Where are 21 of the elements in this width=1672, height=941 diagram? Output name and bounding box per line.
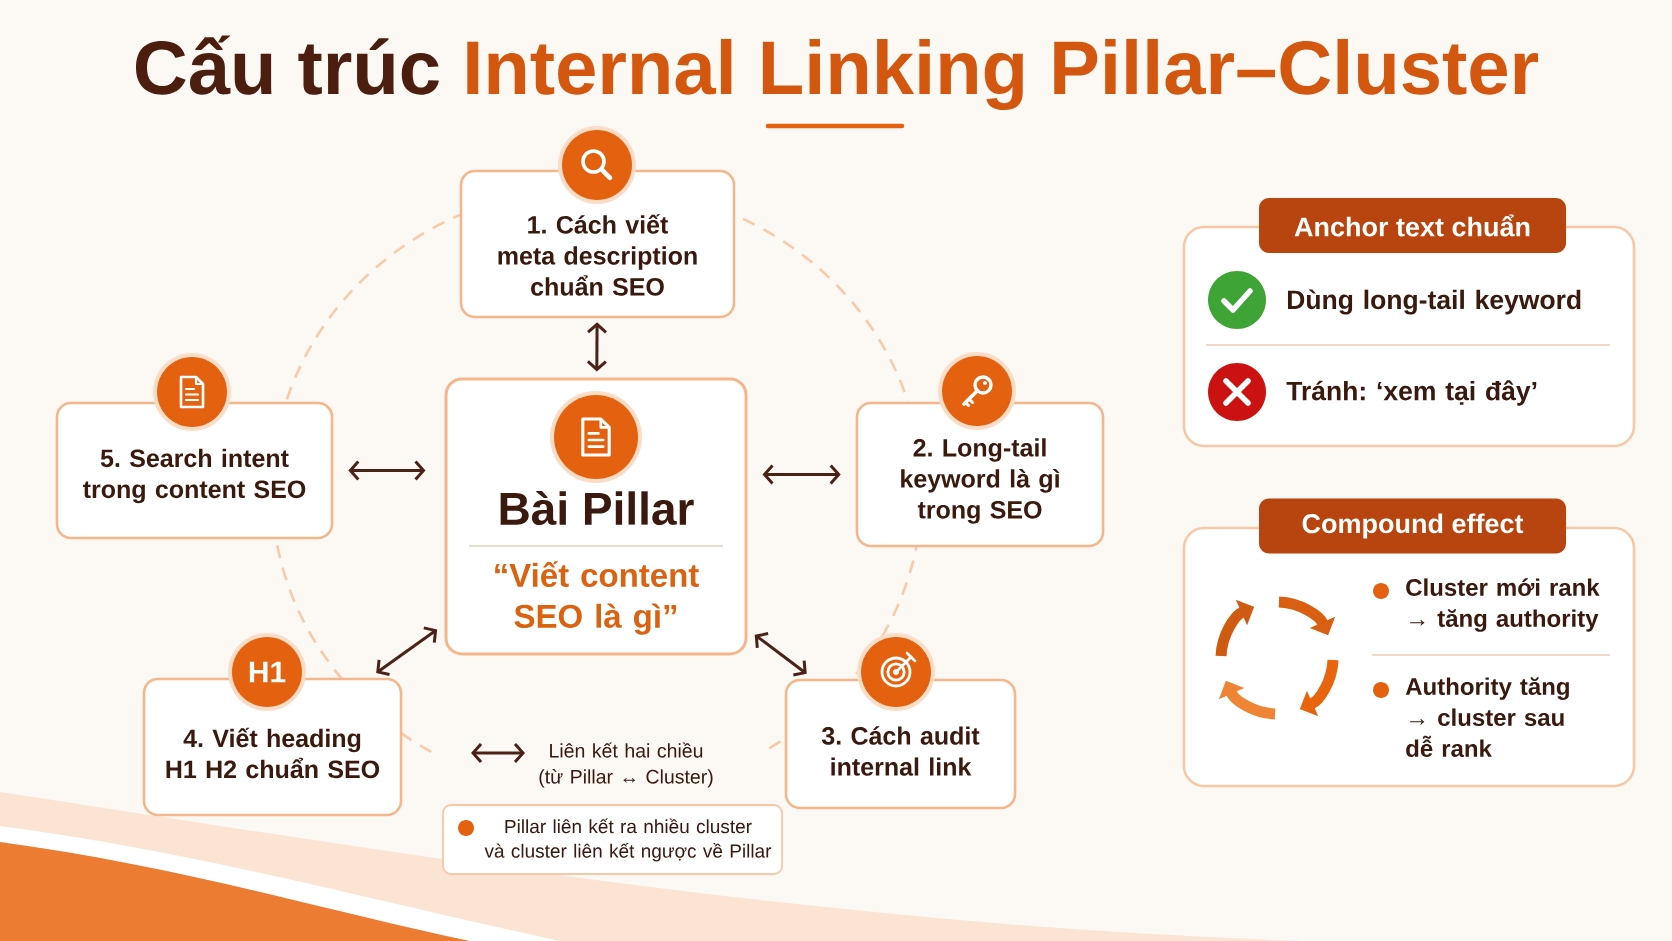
pillar-heading: Bài Pillar [500,490,694,526]
double-arrow [348,460,426,481]
topic-box: 5. Search intent trong content SEO [55,401,334,540]
double-arrow [754,632,807,677]
header-tab: Compound effect [1259,498,1566,554]
topic-box: 1. Cách viết meta description chuẩn SEO [459,169,736,319]
list-text: Cluster mới rank → tăng authority [1406,578,1600,632]
topic-box: 2. Long-tail keyword là gì trong SEO [855,401,1105,548]
quote-text: “Viết content SEO là gì” [495,561,699,635]
topic-box: 3. Cách audit internal link [784,678,1017,810]
double-arrow [376,626,438,676]
list-text: Authority tăng → cluster sau dễ rank [1405,677,1569,758]
list-text: Tránh: ‘xem tại đây’ [1286,380,1537,406]
heading-badge: H1 [228,633,306,711]
double-arrow [762,464,841,485]
list-text: Dùng long-tail keyword [1288,289,1581,315]
note-box: Pillar liên kết ra nhiều cluster và cluster liên kết ngược về Pillar [442,804,783,875]
header-tab: Anchor text chuẩn [1259,198,1566,253]
double-arrow [586,322,608,372]
title: Cấu trúc Internal Linking Pillar–Cluster [136,35,1538,111]
legend-text: Liên kết hai chiều (từ Pillar ↔ Cluster) [539,742,713,788]
